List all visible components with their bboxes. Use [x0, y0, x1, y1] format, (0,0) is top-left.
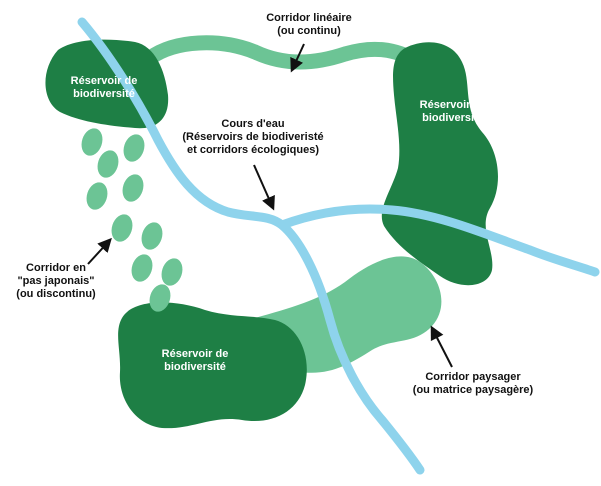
reservoir-right — [381, 42, 498, 286]
watercourse-branch — [277, 204, 600, 277]
reservoir-bottom — [118, 302, 307, 429]
label-reservoir-top-left: Réservoir de biodiversité — [70, 75, 138, 100]
stepping-stone-patches — [81, 128, 183, 312]
arrow-watercourse — [253, 164, 275, 211]
label-linear-corridor: Corridor linéaire (ou continu) — [266, 12, 352, 37]
label-reservoir-bottom: Réservoir de biodiversité — [161, 348, 229, 373]
stepping-stone — [122, 174, 144, 202]
stepping-stone — [97, 150, 119, 178]
stepping-stone — [161, 258, 183, 286]
stepping-stone — [86, 182, 108, 210]
stepping-stone — [111, 214, 133, 242]
stepping-stone — [141, 222, 163, 250]
label-landscape-corridor: Corridor paysager (ou matrice paysagère) — [412, 371, 534, 396]
label-stepping-stone: Corridor en "pas japonais" (ou discontin… — [16, 262, 96, 300]
label-reservoir-right: Réservoir de biodiversité — [419, 99, 487, 124]
stepping-stone — [81, 128, 103, 156]
arrow-stepping-stone — [87, 237, 112, 265]
stepping-stone — [149, 284, 171, 312]
arrow-linear-corridor — [290, 43, 305, 73]
stepping-stone — [131, 254, 153, 282]
linear-corridor-band — [142, 35, 426, 70]
arrow-landscape-corridor — [430, 325, 453, 368]
label-watercourse: Cours d'eau (Réservoirs de biodiveristé … — [182, 118, 324, 156]
stepping-stone — [123, 134, 145, 162]
